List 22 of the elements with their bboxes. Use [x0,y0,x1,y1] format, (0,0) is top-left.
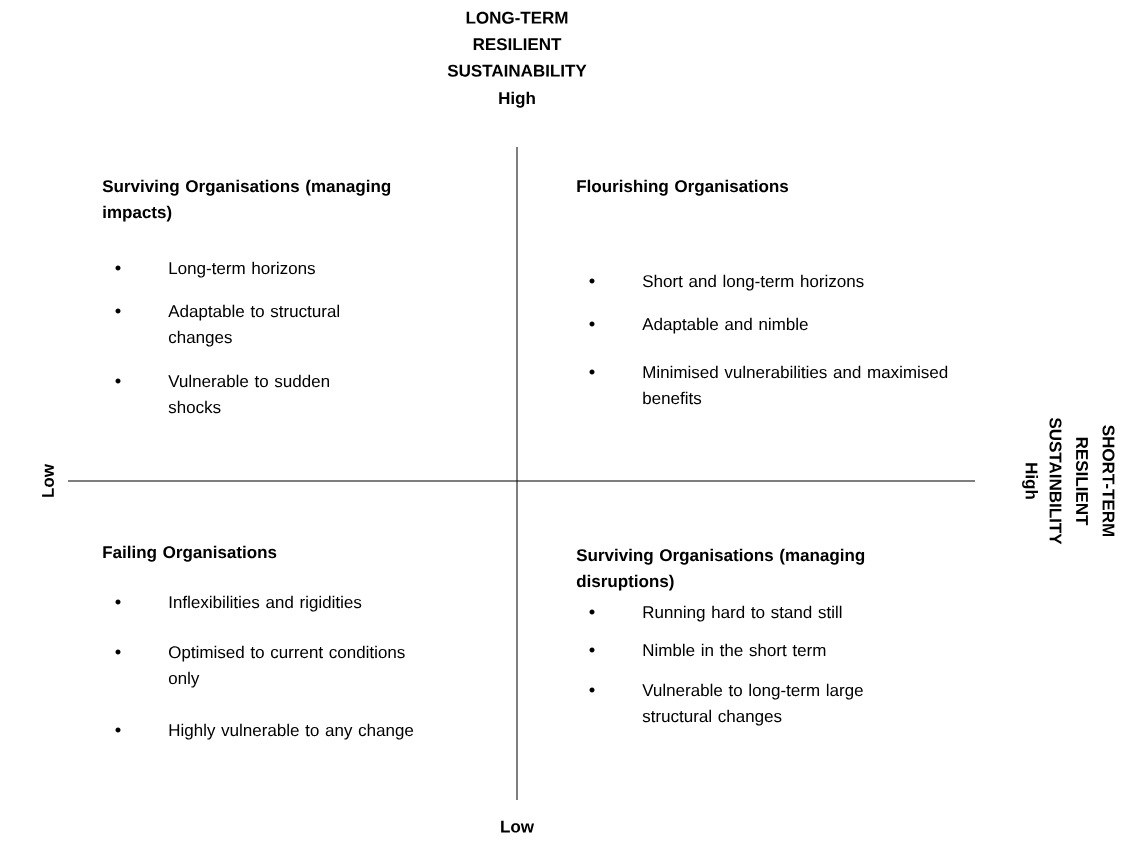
axis-label: High [499,91,535,108]
bullet-item: Vulnerable to sudden shocks [115,374,329,414]
bullet-item: Optimised to current conditions only [115,645,405,688]
quadrant-heading: Flourishing Organisations [577,179,789,196]
quadrant-heading: Surviving Organisations (managing impacts) [102,179,391,222]
bullet-item: Running hard to stand still [589,605,842,622]
bullet-item: Inflexibilities and rigidities [115,595,362,612]
axis-label: Low [501,820,535,833]
axis-label: High [1022,463,1038,499]
quadrant-heading: Surviving Organisations (managing disruptions) [576,548,865,591]
bullet-item: Adaptable and nimble [589,317,808,334]
bullet-item: Vulnerable to long-term large structural changes [589,683,863,726]
quadrant-heading: Failing Organisations [103,545,277,562]
bullet-item: Minimised vulnerabilities and maximised benefits [589,365,948,405]
bullet-item: Nimble in the short term [589,643,826,657]
bullet-item: Long-term horizons [115,261,315,278]
axis-title: LONG-TERM RESILIENT SUSTAINABILITY [447,11,587,77]
axis-label: Low [42,464,54,497]
bullet-item: Short and long-term horizons [589,274,864,291]
axis-title: SHORT-TERM RESILIENT SUSTAINBILITY [1049,417,1115,545]
bullet-item: Highly vulnerable to any change [115,723,414,740]
bullet-item: Adaptable to structural changes [115,304,339,347]
